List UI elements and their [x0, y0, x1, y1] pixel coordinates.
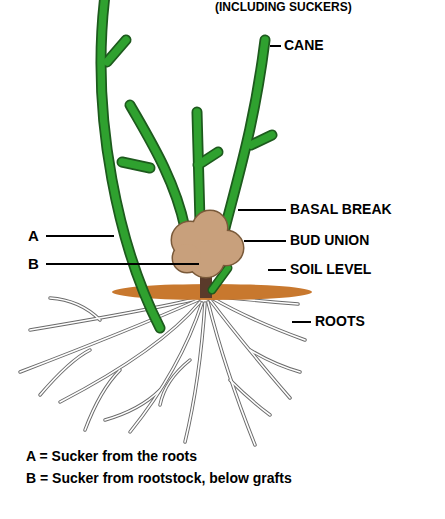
cane-outline: [101, 0, 272, 328]
leader-line: [46, 263, 199, 265]
part-label: BUD UNION: [290, 232, 369, 248]
part-label: ROOTS: [315, 313, 365, 329]
root-fill: [20, 296, 305, 445]
part-label: BASAL BREAK: [290, 201, 392, 217]
leader-line: [46, 235, 114, 237]
part-label: CANE: [284, 37, 324, 53]
bud-union-fill: [172, 211, 243, 277]
key-note: A = Sucker from the roots: [26, 448, 197, 464]
leader-line: [238, 209, 286, 211]
leader-line: [270, 45, 281, 47]
callout-letter: B: [28, 255, 39, 272]
diagram-title: (INCLUDING SUCKERS): [215, 1, 352, 15]
leader-line: [292, 321, 311, 323]
leader-lines: [46, 46, 311, 322]
leader-line: [268, 269, 286, 271]
cane-fill: [101, 0, 272, 328]
root-outline: [20, 296, 305, 445]
key-note: B = Sucker from rootstock, below grafts: [26, 470, 292, 486]
part-label: SOIL LEVEL: [290, 261, 371, 277]
callout-letter: A: [28, 227, 39, 244]
bud-union-outline: [172, 211, 243, 277]
leader-line: [244, 240, 286, 242]
